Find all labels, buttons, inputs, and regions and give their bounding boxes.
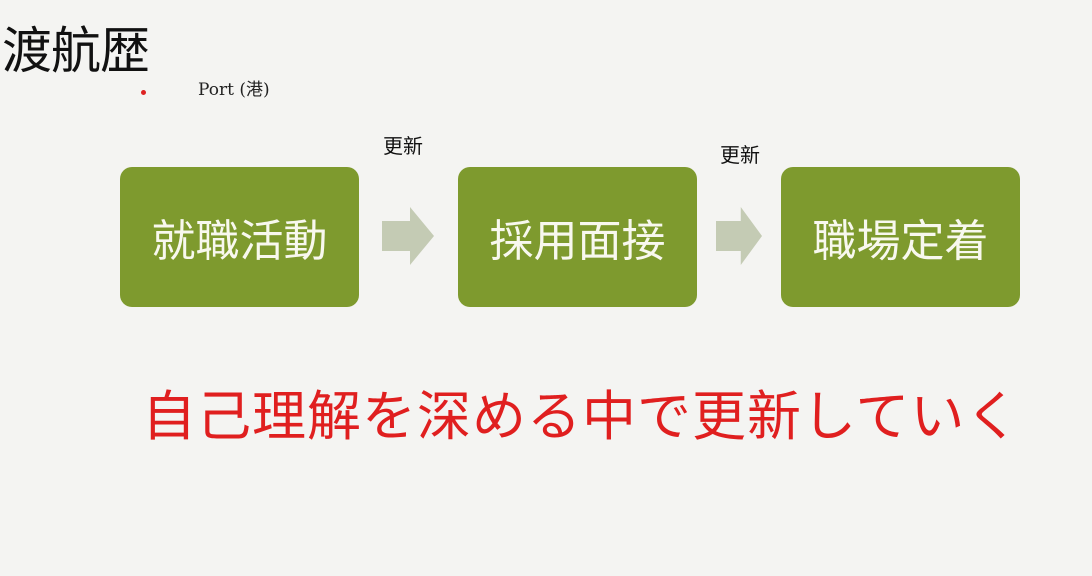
arrow-label-2: 更新 <box>720 143 760 167</box>
slide-title: 渡航歴 <box>2 22 150 80</box>
arrow-right-icon <box>382 207 434 265</box>
step-box-3: 職場定着 <box>781 167 1020 307</box>
message-text: 自己理解を深める中で更新していく <box>142 385 1021 448</box>
slide-subtitle: Port (港) <box>198 80 270 100</box>
arrow-right-icon <box>716 207 762 265</box>
arrow-label-1: 更新 <box>383 134 423 158</box>
red-dot-marker <box>141 90 146 95</box>
step-box-2: 採用面接 <box>458 167 697 307</box>
step-box-1: 就職活動 <box>120 167 359 307</box>
